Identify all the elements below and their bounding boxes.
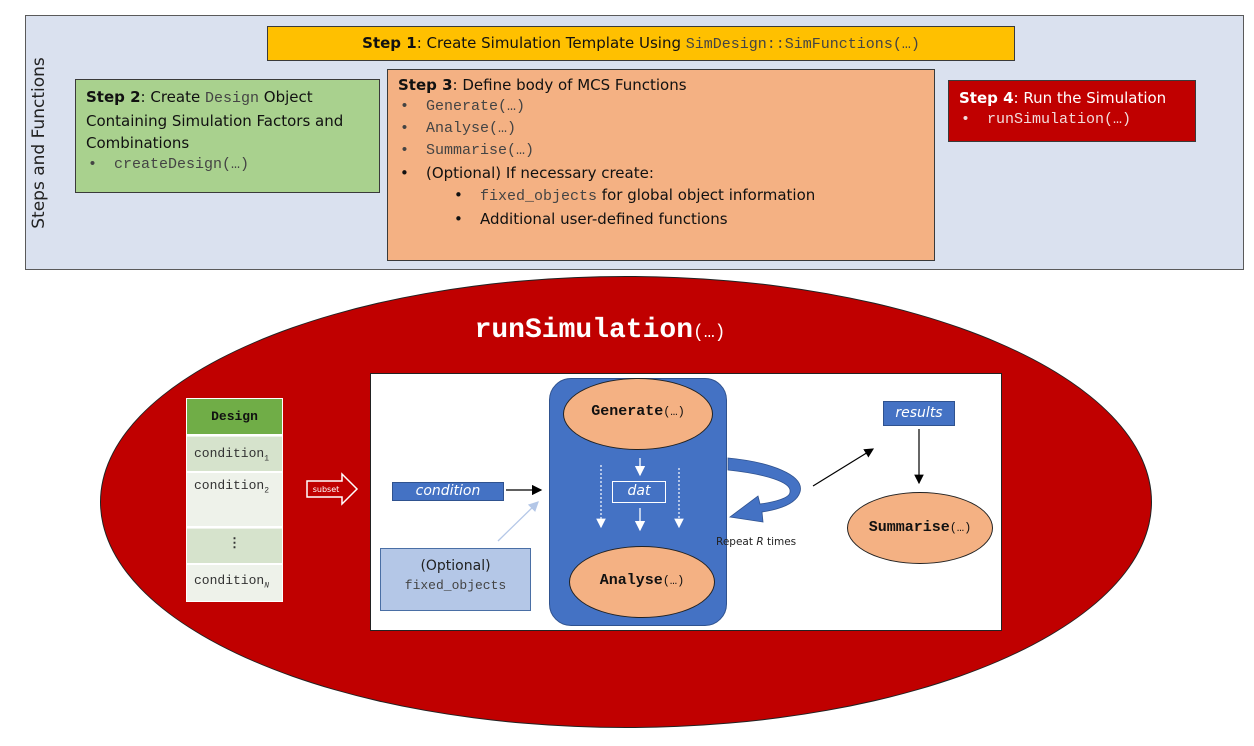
design-row-label: condition bbox=[194, 446, 265, 461]
sub-item-text: Additional user-defined functions bbox=[480, 210, 728, 228]
step1-label: Step 1 bbox=[362, 34, 417, 52]
step2-item: createDesign(…) bbox=[86, 154, 369, 176]
step4-heading: Step 4: Run the Simulation bbox=[959, 87, 1185, 109]
fixed-objects-optional-label: (Optional) bbox=[420, 558, 491, 574]
run-simulation-title-suffix: (…) bbox=[693, 323, 726, 343]
analyse-label: Analyse bbox=[599, 572, 663, 589]
summarise-label: Summarise bbox=[868, 519, 950, 536]
generate-label: Generate bbox=[591, 403, 664, 420]
summarise-node: Summarise(…) bbox=[847, 492, 993, 564]
step3-box: Step 3: Define body of MCS Functions Gen… bbox=[387, 69, 935, 261]
step2-code: Design bbox=[204, 90, 259, 107]
analyse-ellipsis: (…) bbox=[662, 574, 685, 588]
design-row-label: condition bbox=[194, 573, 265, 588]
subset-arrow bbox=[306, 472, 359, 506]
vertical-ellipsis-icon: ⋮ bbox=[228, 536, 241, 551]
run-simulation-title-text: runSimulation bbox=[474, 315, 694, 346]
step4-list: runSimulation(…) bbox=[959, 109, 1185, 131]
step4-item: runSimulation(…) bbox=[959, 109, 1185, 131]
condition-box: condition bbox=[392, 482, 504, 501]
step1-text: : Create Simulation Template Using bbox=[416, 34, 686, 52]
design-table-header: Design bbox=[187, 399, 282, 436]
design-table: Design condition1 condition2 ⋮ condition… bbox=[186, 398, 283, 602]
step3-item-generate: Generate(…) bbox=[398, 96, 924, 118]
step3-label: Step 3 bbox=[398, 76, 453, 94]
design-row-ellipsis: ⋮ bbox=[187, 529, 282, 565]
step2-label: Step 2 bbox=[86, 88, 141, 106]
sub-item-text: for global object information bbox=[597, 186, 816, 204]
repeat-curved-arrow-icon bbox=[727, 457, 801, 523]
step3-sub-list: fixed_objects for global object informat… bbox=[452, 184, 924, 230]
fixed-objects-box: (Optional) fixed_objects bbox=[380, 548, 531, 611]
step1-code: SimDesign::SimFunctions(…) bbox=[685, 36, 920, 53]
repeat-label: Repeat R times bbox=[716, 536, 806, 548]
step2-heading: Step 2: Create Design Object Containing … bbox=[86, 86, 369, 154]
design-row: condition2 bbox=[187, 474, 282, 528]
optional-label: (Optional) If necessary create: bbox=[426, 164, 654, 182]
run-simulation-title: runSimulation(…) bbox=[300, 315, 900, 355]
repeat-var: R bbox=[756, 536, 764, 548]
step1-box: Step 1: Create Simulation Template Using… bbox=[267, 26, 1015, 61]
results-box: results bbox=[883, 401, 955, 426]
sub-item-code: fixed_objects bbox=[480, 188, 598, 205]
fixed-objects-code: fixed_objects bbox=[404, 578, 507, 593]
summarise-ellipsis: (…) bbox=[949, 521, 972, 535]
step3-text: : Define body of MCS Functions bbox=[452, 76, 687, 94]
design-row-label: condition bbox=[194, 478, 265, 493]
step3-sub-item: Additional user-defined functions bbox=[452, 208, 924, 230]
design-row: conditionN bbox=[187, 566, 282, 601]
to-results-arrow bbox=[812, 448, 875, 487]
design-row-sub: 1 bbox=[264, 454, 270, 464]
step3-item-analyse: Analyse(…) bbox=[398, 118, 924, 140]
step3-list: Generate(…) Analyse(…) Summarise(…) (Opt… bbox=[398, 96, 924, 230]
step4-label: Step 4 bbox=[959, 89, 1014, 107]
step2-text-b: Object Containing Simulation Factors and… bbox=[86, 88, 344, 152]
step3-item-summarise: Summarise(…) bbox=[398, 140, 924, 162]
analyse-node: Analyse(…) bbox=[569, 546, 715, 618]
design-row-sub: N bbox=[264, 581, 270, 591]
repeat-prefix: Repeat bbox=[716, 536, 757, 548]
step3-heading: Step 3: Define body of MCS Functions bbox=[398, 74, 924, 96]
step2-text-a: : Create bbox=[140, 88, 205, 106]
generate-ellipsis: (…) bbox=[663, 405, 685, 419]
dat-box: dat bbox=[612, 481, 666, 503]
generate-node: Generate(…) bbox=[563, 378, 713, 450]
repeat-suffix: times bbox=[763, 536, 797, 548]
step3-item-optional: (Optional) If necessary create: fixed_ob… bbox=[398, 162, 924, 230]
design-row: condition1 bbox=[187, 437, 282, 473]
fixed-objects-arrow bbox=[497, 501, 539, 542]
step2-list: createDesign(…) bbox=[86, 154, 369, 176]
step4-box: Step 4: Run the Simulation runSimulation… bbox=[948, 80, 1196, 142]
step2-box: Step 2: Create Design Object Containing … bbox=[75, 79, 380, 193]
subset-label: subset bbox=[312, 485, 340, 494]
step3-sub-item: fixed_objects for global object informat… bbox=[452, 184, 924, 208]
design-row-sub: 2 bbox=[264, 486, 270, 496]
step4-text: : Run the Simulation bbox=[1013, 89, 1167, 107]
